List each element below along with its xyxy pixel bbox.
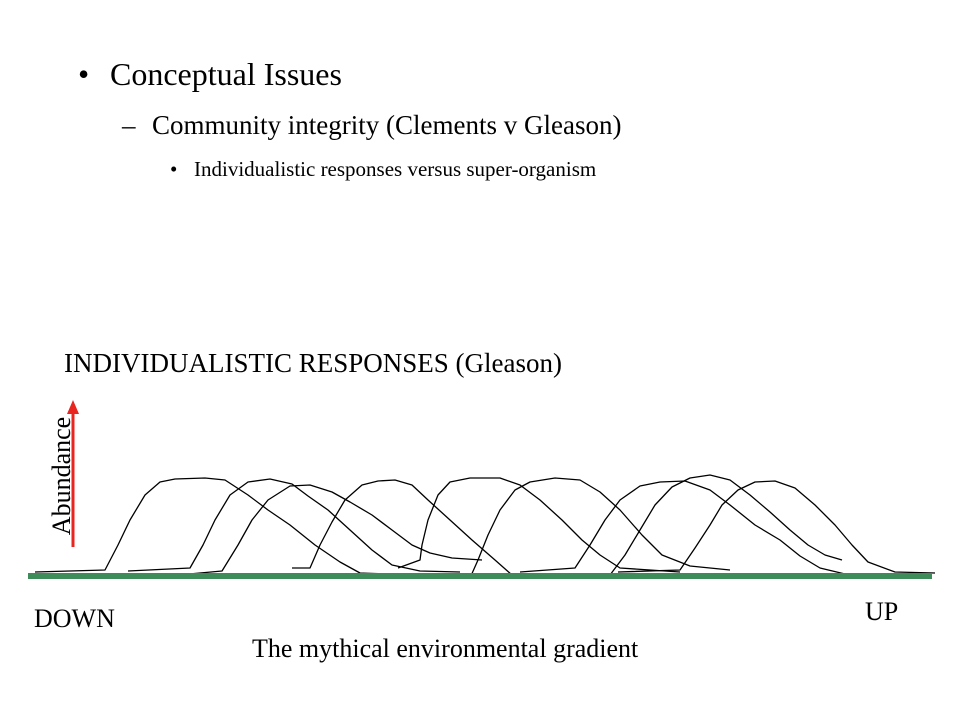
abundance-arrow-head — [67, 400, 79, 414]
bullet-level3-text: Individualistic responses versus super-o… — [194, 157, 597, 181]
species-curves — [34, 474, 936, 579]
bullet-glyph: • — [78, 56, 90, 92]
left-end-label: DOWN — [34, 604, 115, 633]
species-curve-3 — [177, 484, 483, 576]
species-curve-5 — [397, 477, 681, 573]
bullet-level1-text: Conceptual Issues — [110, 56, 342, 92]
right-end-label: UP — [865, 597, 899, 626]
bullet-glyph-small: • — [170, 157, 178, 181]
species-curve-8 — [532, 474, 843, 576]
bullet-level2-text: Community integrity (Clements v Gleason) — [152, 110, 622, 140]
diagram-heading: INDIVIDUALISTIC RESPONSES (Gleason) — [64, 348, 562, 378]
species-curve-1 — [34, 477, 391, 575]
species-curve-2 — [127, 478, 461, 573]
x-axis-caption: The mythical environmental gradient — [252, 634, 639, 663]
dash-glyph: – — [122, 110, 136, 140]
species-curve-9 — [617, 480, 936, 574]
species-curve-6 — [398, 477, 731, 579]
y-axis-label: Abundance — [47, 416, 76, 536]
species-curve-4 — [292, 479, 535, 576]
